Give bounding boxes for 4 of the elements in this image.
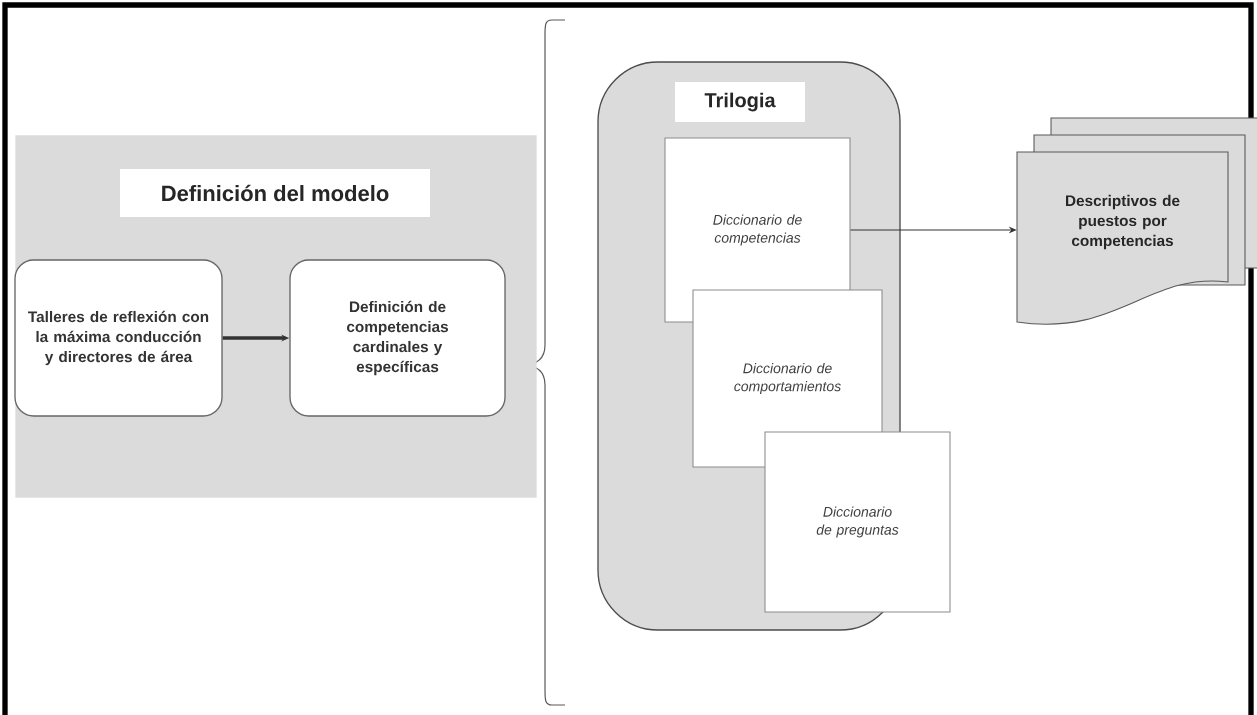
document-sheet: Diccionario de preguntas	[764, 431, 951, 613]
process-box: Talleres de reflexión con la máxima conducción y directores de área	[14, 259, 223, 417]
process-box: Definición de competencias cardinales y específicas	[289, 259, 506, 417]
document-stack: Descriptivos de puestos por competencias	[1016, 117, 1257, 325]
